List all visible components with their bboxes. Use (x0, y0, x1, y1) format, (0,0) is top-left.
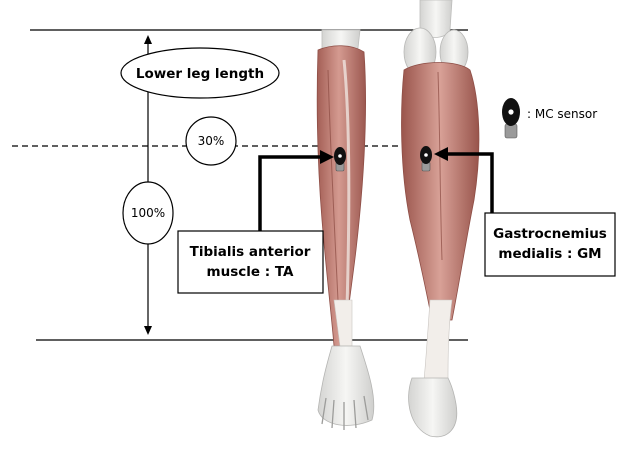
gm-label-box (485, 213, 615, 276)
ta-label-line1: Tibialis anterior (190, 244, 311, 260)
gm-label-line1: Gastrocnemius (493, 226, 607, 242)
anterior-leg-illustration (317, 30, 374, 430)
sensor-legend-label: : MC sensor (527, 107, 597, 121)
legend-sensor-icon (502, 98, 520, 138)
gm-sensor-icon (420, 146, 432, 171)
thirty-percent-label: 30% (198, 134, 225, 148)
ta-sensor-icon (334, 147, 346, 171)
ta-label-line2: muscle : TA (207, 264, 294, 280)
ta-label-box (178, 231, 323, 293)
hundred-percent-label: 100% (131, 206, 165, 220)
length-label: Lower leg length (136, 66, 264, 82)
gm-label-line2: medialis : GM (498, 246, 601, 262)
posterior-leg-illustration (402, 0, 479, 437)
